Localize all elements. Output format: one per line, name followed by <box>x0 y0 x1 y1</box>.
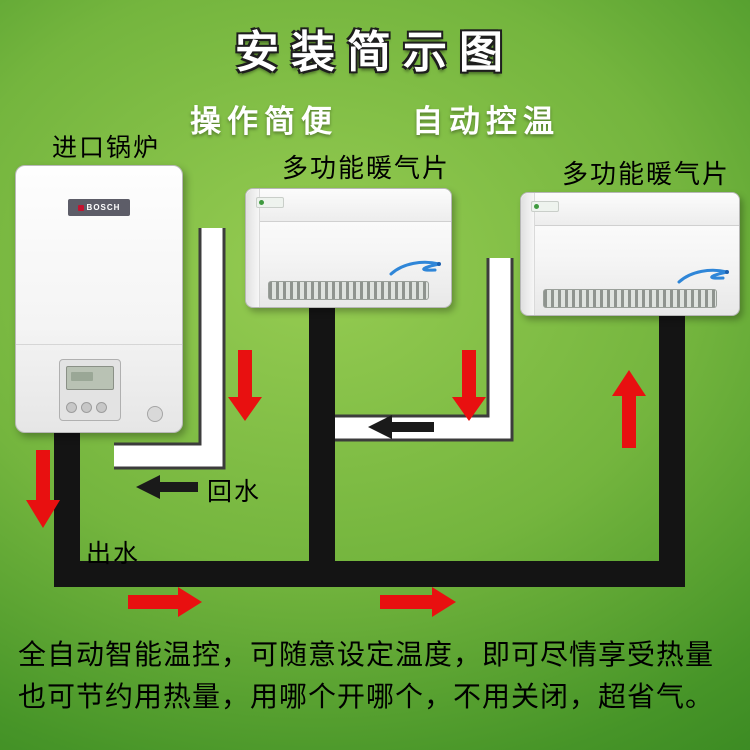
supply-water-label: 出水 <box>86 541 141 568</box>
boiler-buttons <box>66 402 114 413</box>
boiler-button <box>81 402 92 413</box>
boiler-control-panel <box>59 359 121 421</box>
footer-line-2: 也可节约用热量，用哪个开哪个，不用关闭，超省气。 <box>18 682 715 713</box>
boiler-button <box>66 402 77 413</box>
subtitle: 操作简便 自动控温 <box>0 96 750 141</box>
boiler-brand-text: BOSCH <box>86 203 121 212</box>
brand-swoosh-icon <box>677 267 731 287</box>
page-title: 安装简示图 <box>235 28 515 77</box>
flow-arrow-down-left-icon <box>228 350 262 421</box>
return-arrow-left-2-icon <box>368 415 434 439</box>
brand-swoosh-icon <box>389 259 443 279</box>
flow-arrow-down-boiler-icon <box>26 450 60 528</box>
bosch-emblem-icon <box>77 204 84 211</box>
boiler-seam <box>16 344 182 345</box>
flow-arrow-up-icon <box>612 370 646 448</box>
boiler-display <box>66 366 114 390</box>
flow-arrow-down-right-icon <box>452 350 486 421</box>
brand-badge-icon <box>531 201 559 212</box>
boiler-button <box>96 402 107 413</box>
radiator-side-panel <box>246 189 260 307</box>
footer-line-1: 全自动智能温控，可随意设定温度，即可尽情享受热量 <box>18 640 715 671</box>
brand-badge-icon <box>256 197 284 208</box>
subtitle-right: 自动控温 <box>412 104 560 139</box>
subtitle-left: 操作简便 <box>190 104 338 139</box>
boiler-unit: BOSCH <box>15 165 183 433</box>
flow-arrow-right-2-icon <box>380 587 456 617</box>
return-water-label: 回水 <box>207 479 262 506</box>
radiator-side-panel <box>521 193 535 315</box>
radiator-grille <box>268 281 429 300</box>
return-arrow-left-1-icon <box>136 475 198 499</box>
boiler-brand-bar: BOSCH <box>68 199 130 216</box>
radiator-left-unit <box>245 188 452 308</box>
radiator-left-label: 多功能暖气片 <box>282 154 451 183</box>
radiator-grille <box>543 289 717 308</box>
boiler-label: 进口锅炉 <box>52 135 161 162</box>
radiator-right-label: 多功能暖气片 <box>562 160 731 189</box>
boiler-cap <box>147 406 163 422</box>
flow-arrow-right-1-icon <box>128 587 202 617</box>
radiator-right-unit <box>520 192 740 316</box>
